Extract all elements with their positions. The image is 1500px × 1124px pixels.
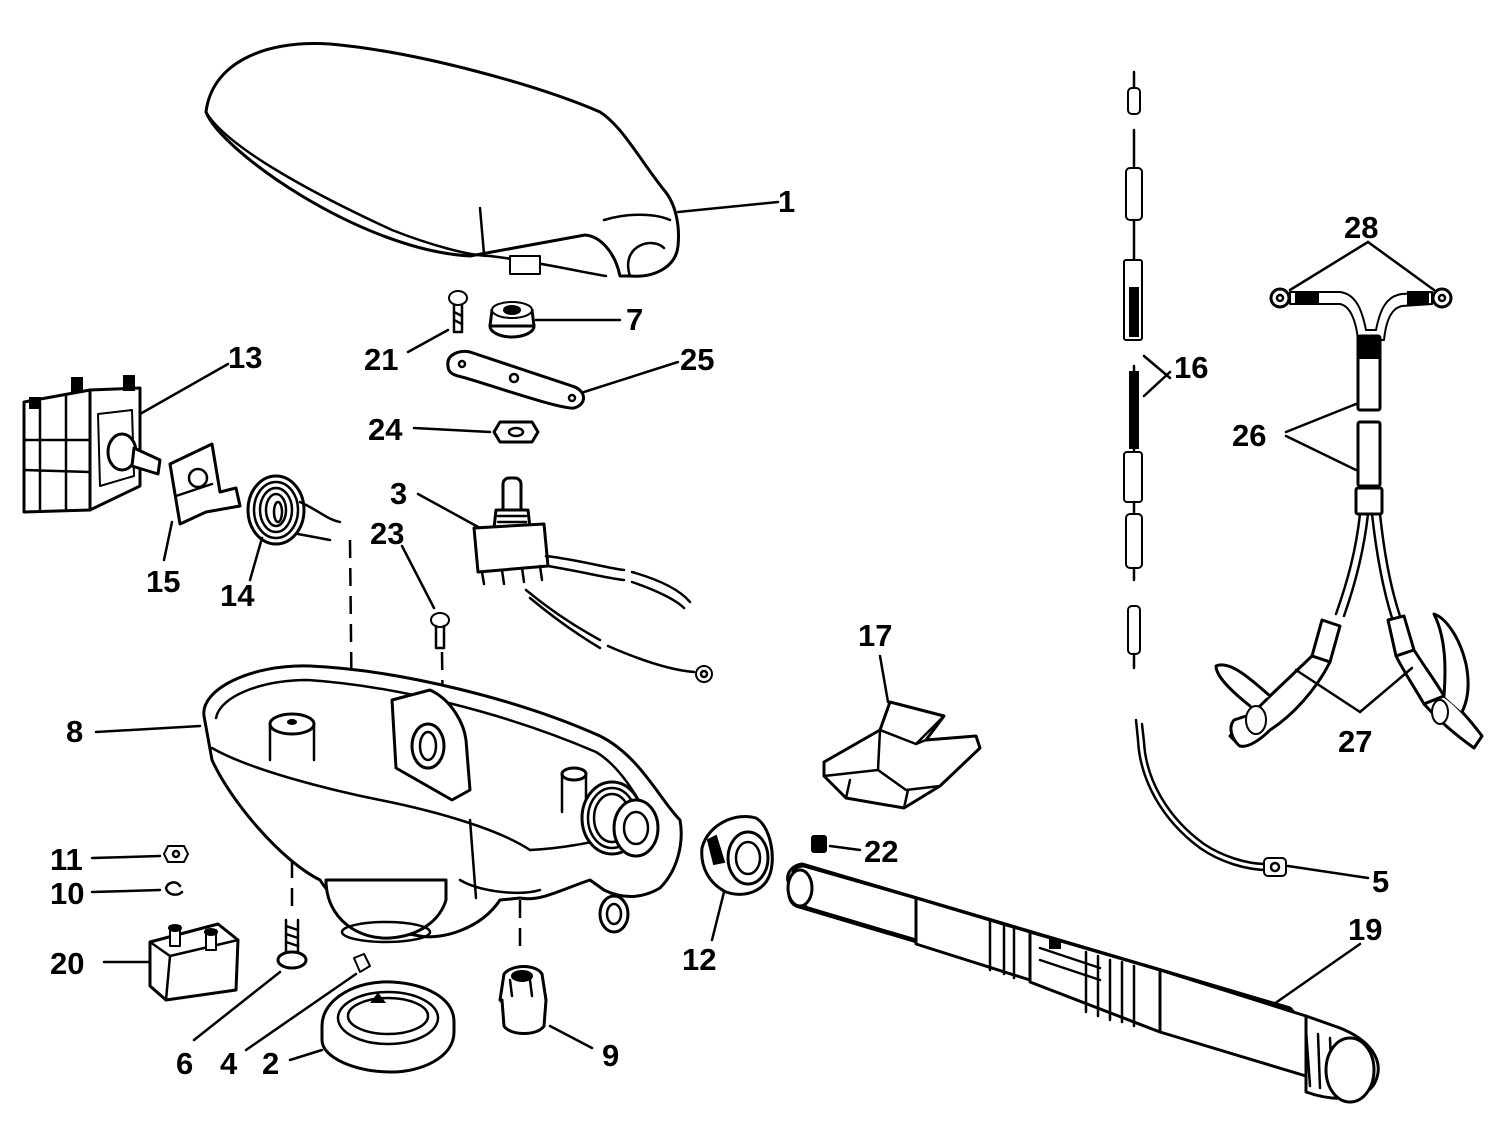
callout-19: 19 [1348,912,1382,947]
callout-12: 12 [682,942,716,977]
callout-27: 27 [1338,724,1372,759]
callout-16: 16 [1174,350,1208,385]
callout-23: 23 [370,516,404,551]
callout-28: 28 [1344,210,1378,245]
callout-2: 2 [262,1046,279,1081]
callout-1: 1 [778,184,795,219]
callout-13: 13 [228,340,262,375]
screw-23-part [400,544,450,650]
switch-bracket-part [162,442,242,562]
callout-17: 17 [858,618,892,653]
callout-10: 10 [50,876,84,911]
callout-7: 7 [626,302,643,337]
circuit-breaker-part [102,922,240,1002]
callout-labels: 1 2 3 4 5 6 7 8 9 10 11 12 13 14 15 16 1… [50,184,1389,1081]
callout-22: 22 [864,834,898,869]
callout-4: 4 [220,1046,238,1081]
callout-11: 11 [50,842,83,877]
battery-cable-part [1214,240,1484,750]
wire-harness-part [1123,70,1172,670]
hex-nut-11-part [90,845,189,863]
callout-9: 9 [602,1038,619,1073]
callout-8: 8 [66,714,83,749]
motor-cover-part [204,42,780,278]
callout-15: 15 [146,564,180,599]
callout-21: 21 [364,342,398,377]
callout-20: 20 [50,946,84,981]
strain-relief-part [498,965,594,1050]
shaft-tube-part [786,862,1380,1104]
long-screw-part [192,918,308,1042]
collar-part [700,815,774,942]
screw-21-part [406,290,468,354]
callout-6: 6 [176,1046,193,1081]
callout-25: 25 [680,342,714,377]
lower-housing-part [94,664,683,944]
bearing-ring-part [288,980,456,1074]
callout-26: 26 [1232,418,1266,453]
set-screw-4-part [244,953,371,1052]
mounting-plate-25-part [446,350,680,410]
callout-3: 3 [390,476,407,511]
callout-24: 24 [368,412,403,447]
callout-14: 14 [220,578,255,613]
callout-5: 5 [1372,864,1389,899]
nut-24-part [412,420,540,444]
set-screw-22-part [811,835,862,853]
toggle-switch-part [416,476,713,683]
torsion-spring-part [246,474,342,582]
flange-nut-7-part [488,301,622,339]
retaining-ring-10-part [90,881,184,896]
speed-switch-part [22,362,230,514]
ground-wire-part [1134,718,1370,880]
bracket-clip-part [822,654,982,810]
